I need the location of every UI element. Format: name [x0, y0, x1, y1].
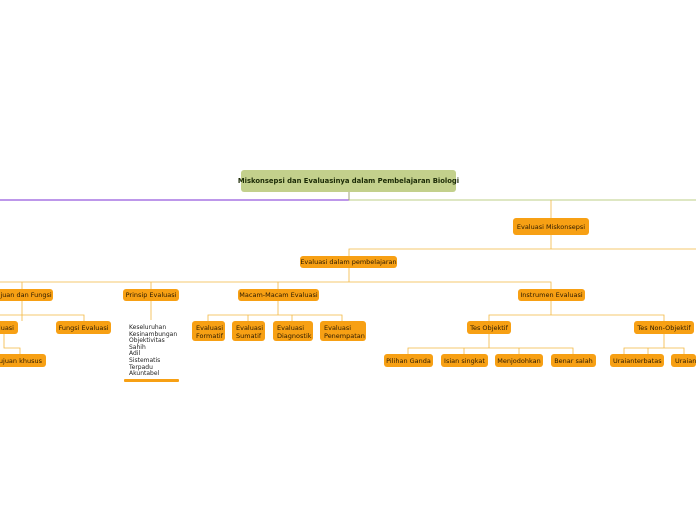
- node-menjodohkan[interactable]: Menjodohkan: [495, 354, 543, 367]
- node-line: Sumatif: [236, 332, 262, 340]
- connector-macam-children: [207, 301, 343, 321]
- node-word: Uraian: [613, 356, 635, 365]
- node-evaluasi-pembelajaran[interactable]: Evaluasi dalam pembelajaran: [300, 256, 397, 268]
- node-evaluasi-formatif[interactable]: Evaluasi Formatif: [192, 321, 225, 341]
- node-evaluasi-penempatan[interactable]: Evaluasi Penempatan: [320, 321, 366, 341]
- node-tujuan-khusus[interactable]: Tujuan khusus: [0, 354, 46, 367]
- node-line: Evaluasi: [324, 324, 352, 332]
- prinsip-list: Keseluruhan Kesinambungan Objektivitas S…: [129, 324, 178, 378]
- node-tujuan-fungsi[interactable]: Tujuan dan Fungsi: [0, 289, 53, 301]
- green-branch-line: [348, 192, 696, 201]
- node-line: Formatif: [196, 332, 223, 340]
- node-evaluasi-miskonsepsi[interactable]: Evaluasi Miskonsepsi: [513, 218, 589, 235]
- prinsip-item: Adil: [129, 350, 141, 358]
- node-benar-salah[interactable]: Benar salah: [551, 354, 596, 367]
- node-pilihan-ganda[interactable]: Pilihan Ganda: [384, 354, 433, 367]
- connector-instrumen-children: [488, 301, 665, 321]
- prinsip-underline: [124, 379, 179, 382]
- connector-tujuan-khusus: [3, 334, 21, 354]
- prinsip-item: Sistematis: [129, 356, 161, 364]
- connector-tujuan-children: [0, 301, 85, 321]
- node-tujuan-evaluasi[interactable]: luasi: [0, 321, 18, 334]
- prinsip-item: Akuntabel: [129, 370, 160, 378]
- connector-pembelajaran-children: [0, 268, 552, 289]
- node-line: Evaluasi: [236, 324, 264, 332]
- node-uraian-bebas[interactable]: Uraian: [671, 354, 696, 367]
- node-line: Evaluasi: [277, 324, 305, 332]
- connector-nonobjektif-children: [623, 334, 685, 354]
- node-tes-objektif[interactable]: Tes Objektif: [467, 321, 511, 334]
- node-line: Diagnostik: [277, 332, 312, 340]
- node-isian-singkat[interactable]: Isian singkat: [441, 354, 488, 367]
- prinsip-item: Terpadu: [129, 363, 153, 371]
- node-evaluasi-diagnostik[interactable]: Evaluasi Diagnostik: [273, 321, 313, 341]
- prinsip-item: Kesinambungan: [129, 330, 178, 338]
- node-fungsi-evaluasi[interactable]: Fungsi Evaluasi: [56, 321, 111, 334]
- node-prinsip-evaluasi[interactable]: Prinsip Evaluasi: [123, 289, 179, 301]
- purple-branch-line: [0, 192, 350, 201]
- node-uraian-terbatas[interactable]: Uraian terbatas: [610, 354, 664, 367]
- node-macam-evaluasi[interactable]: Macam-Macam Evaluasi: [238, 289, 319, 301]
- prinsip-item: Keseluruhan: [129, 324, 167, 331]
- node-evaluasi-sumatif[interactable]: Evaluasi Sumatif: [232, 321, 265, 341]
- prinsip-item: Sahih: [129, 343, 146, 351]
- prinsip-item: Objektivitas: [129, 337, 165, 345]
- node-line: Penempatan: [324, 332, 365, 340]
- node-instrumen-evaluasi[interactable]: Instrumen Evaluasi: [518, 289, 585, 301]
- node-word: terbatas: [634, 356, 662, 365]
- node-line: Evaluasi: [196, 324, 224, 332]
- node-tes-non-objektif[interactable]: Tes Non-Objektif: [634, 321, 694, 334]
- connector-objektif-children: [407, 334, 574, 354]
- root-topic[interactable]: Miskonsepsi dan Evaluasinya dalam Pembel…: [238, 170, 459, 192]
- connector-miskonsepsi-children: [348, 235, 696, 256]
